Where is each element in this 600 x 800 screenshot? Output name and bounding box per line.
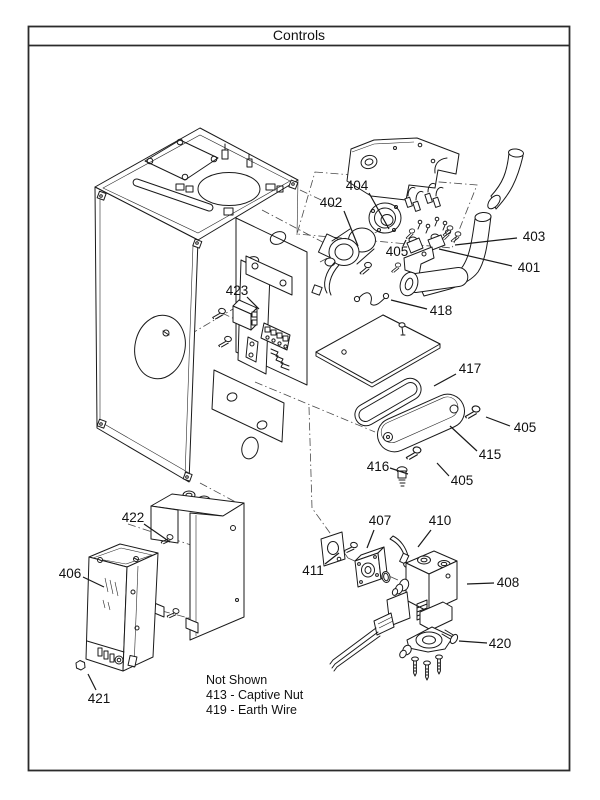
casing-drawing xyxy=(94,127,299,505)
electrode-416-drawing xyxy=(396,466,408,487)
cover-group-drawing xyxy=(315,314,481,487)
not-shown-item-419: 419 - Earth Wire xyxy=(206,703,297,717)
interior-panel-drawing xyxy=(211,217,308,460)
control-box-406-drawing xyxy=(75,543,159,672)
part-label-403: 403 xyxy=(454,229,546,246)
svg-text:406: 406 xyxy=(59,566,82,581)
part-label-408: 408 xyxy=(466,575,520,590)
svg-text:401: 401 xyxy=(518,260,541,275)
part-label-405: 405 xyxy=(436,462,474,488)
cover-415-drawing xyxy=(377,393,465,453)
svg-text:421: 421 xyxy=(88,691,111,706)
svg-text:408: 408 xyxy=(497,575,520,590)
part-label-405: 405 xyxy=(386,239,409,259)
svg-text:422: 422 xyxy=(122,510,145,525)
svg-text:420: 420 xyxy=(489,636,512,651)
svg-text:415: 415 xyxy=(479,447,502,462)
part-label-416: 416 xyxy=(367,459,409,475)
part-label-422: 422 xyxy=(122,510,171,543)
wire-harness-drawing xyxy=(329,612,395,672)
nut-421-drawing xyxy=(75,660,86,671)
part-label-418: 418 xyxy=(390,299,453,318)
svg-text:407: 407 xyxy=(369,513,392,528)
part-label-404: 404 xyxy=(346,178,390,230)
not-shown-note: Not Shown 413 - Captive Nut 419 - Earth … xyxy=(206,673,304,717)
switch-423-drawing xyxy=(212,299,258,349)
not-shown-item-413: 413 - Captive Nut xyxy=(206,688,304,702)
part-label-402: 402 xyxy=(320,195,359,247)
svg-text:405: 405 xyxy=(514,420,537,435)
wire-terminals-drawing xyxy=(404,182,448,234)
part-label-415: 415 xyxy=(449,425,502,462)
part-label-420: 420 xyxy=(458,636,512,651)
part-label-411: 411 xyxy=(302,552,340,578)
part-label-423: 423 xyxy=(226,283,260,310)
pipes-drawing xyxy=(353,148,524,306)
gas-valve-group-drawing xyxy=(320,531,459,681)
svg-text:410: 410 xyxy=(429,513,452,528)
part-label-407: 407 xyxy=(366,513,392,549)
part-label-421: 421 xyxy=(87,673,111,706)
flange-420-drawing xyxy=(399,626,459,681)
svg-text:416: 416 xyxy=(367,459,390,474)
svg-text:402: 402 xyxy=(320,195,343,210)
svg-text:418: 418 xyxy=(430,303,453,318)
part-label-401: 401 xyxy=(438,248,541,275)
earth-wire-drawing xyxy=(353,292,390,306)
svg-text:417: 417 xyxy=(459,361,482,376)
part-label-405: 405 xyxy=(485,416,537,435)
terminal-block-drawing xyxy=(260,322,291,351)
svg-text:411: 411 xyxy=(302,563,324,578)
page-title: Controls xyxy=(273,27,325,43)
gasket-417-drawing xyxy=(354,377,422,427)
svg-text:405: 405 xyxy=(451,473,474,488)
sensor-blocks-drawing xyxy=(391,228,452,276)
part-label-406: 406 xyxy=(59,566,105,588)
bracket-422-drawing xyxy=(150,493,245,641)
svg-text:404: 404 xyxy=(346,178,369,193)
part-label-417: 417 xyxy=(433,361,482,387)
part-label-410: 410 xyxy=(417,513,452,548)
svg-text:405: 405 xyxy=(386,244,409,259)
svg-text:403: 403 xyxy=(523,229,546,244)
not-shown-heading: Not Shown xyxy=(206,673,267,687)
fan-assembly-drawing xyxy=(311,137,460,296)
svg-text:423: 423 xyxy=(226,283,249,298)
corner-caps xyxy=(96,179,299,482)
page-frame xyxy=(27,25,571,772)
